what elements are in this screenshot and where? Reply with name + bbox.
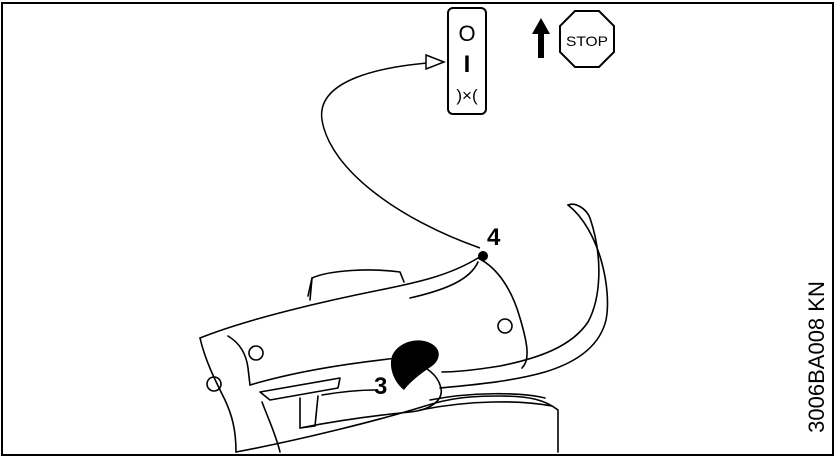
front-handle-inner [441, 203, 600, 373]
callout-trigger-lockout: 3 [374, 373, 387, 400]
handle-side [199, 337, 237, 453]
screw-hole [248, 345, 264, 361]
choke-symbol: )×( [456, 86, 478, 105]
up-arrow-icon [532, 18, 550, 58]
stop-sign-icon: STOP [559, 10, 615, 68]
run-symbol: I [464, 51, 471, 78]
leader-arrowhead [425, 53, 447, 71]
off-symbol: O [458, 21, 475, 46]
figure-code: 3006BA008 KN [804, 281, 829, 433]
switch-housing [477, 257, 528, 369]
handle-rear-block [307, 269, 405, 297]
handle-base [235, 395, 559, 453]
master-control-switch-icon: O I )×( [447, 7, 487, 115]
screw-hole [206, 376, 222, 392]
front-handle-outer [439, 204, 609, 389]
switch-lever-tip [478, 251, 488, 261]
stop-label: STOP [566, 33, 608, 49]
screw-hole [497, 318, 513, 334]
leader-arrow-line [321, 61, 481, 249]
handle-housing-top [199, 257, 479, 339]
throttle-trigger-lockout [390, 340, 439, 390]
callout-switch-lever: 4 [487, 224, 501, 251]
handle-illustration [199, 203, 609, 453]
